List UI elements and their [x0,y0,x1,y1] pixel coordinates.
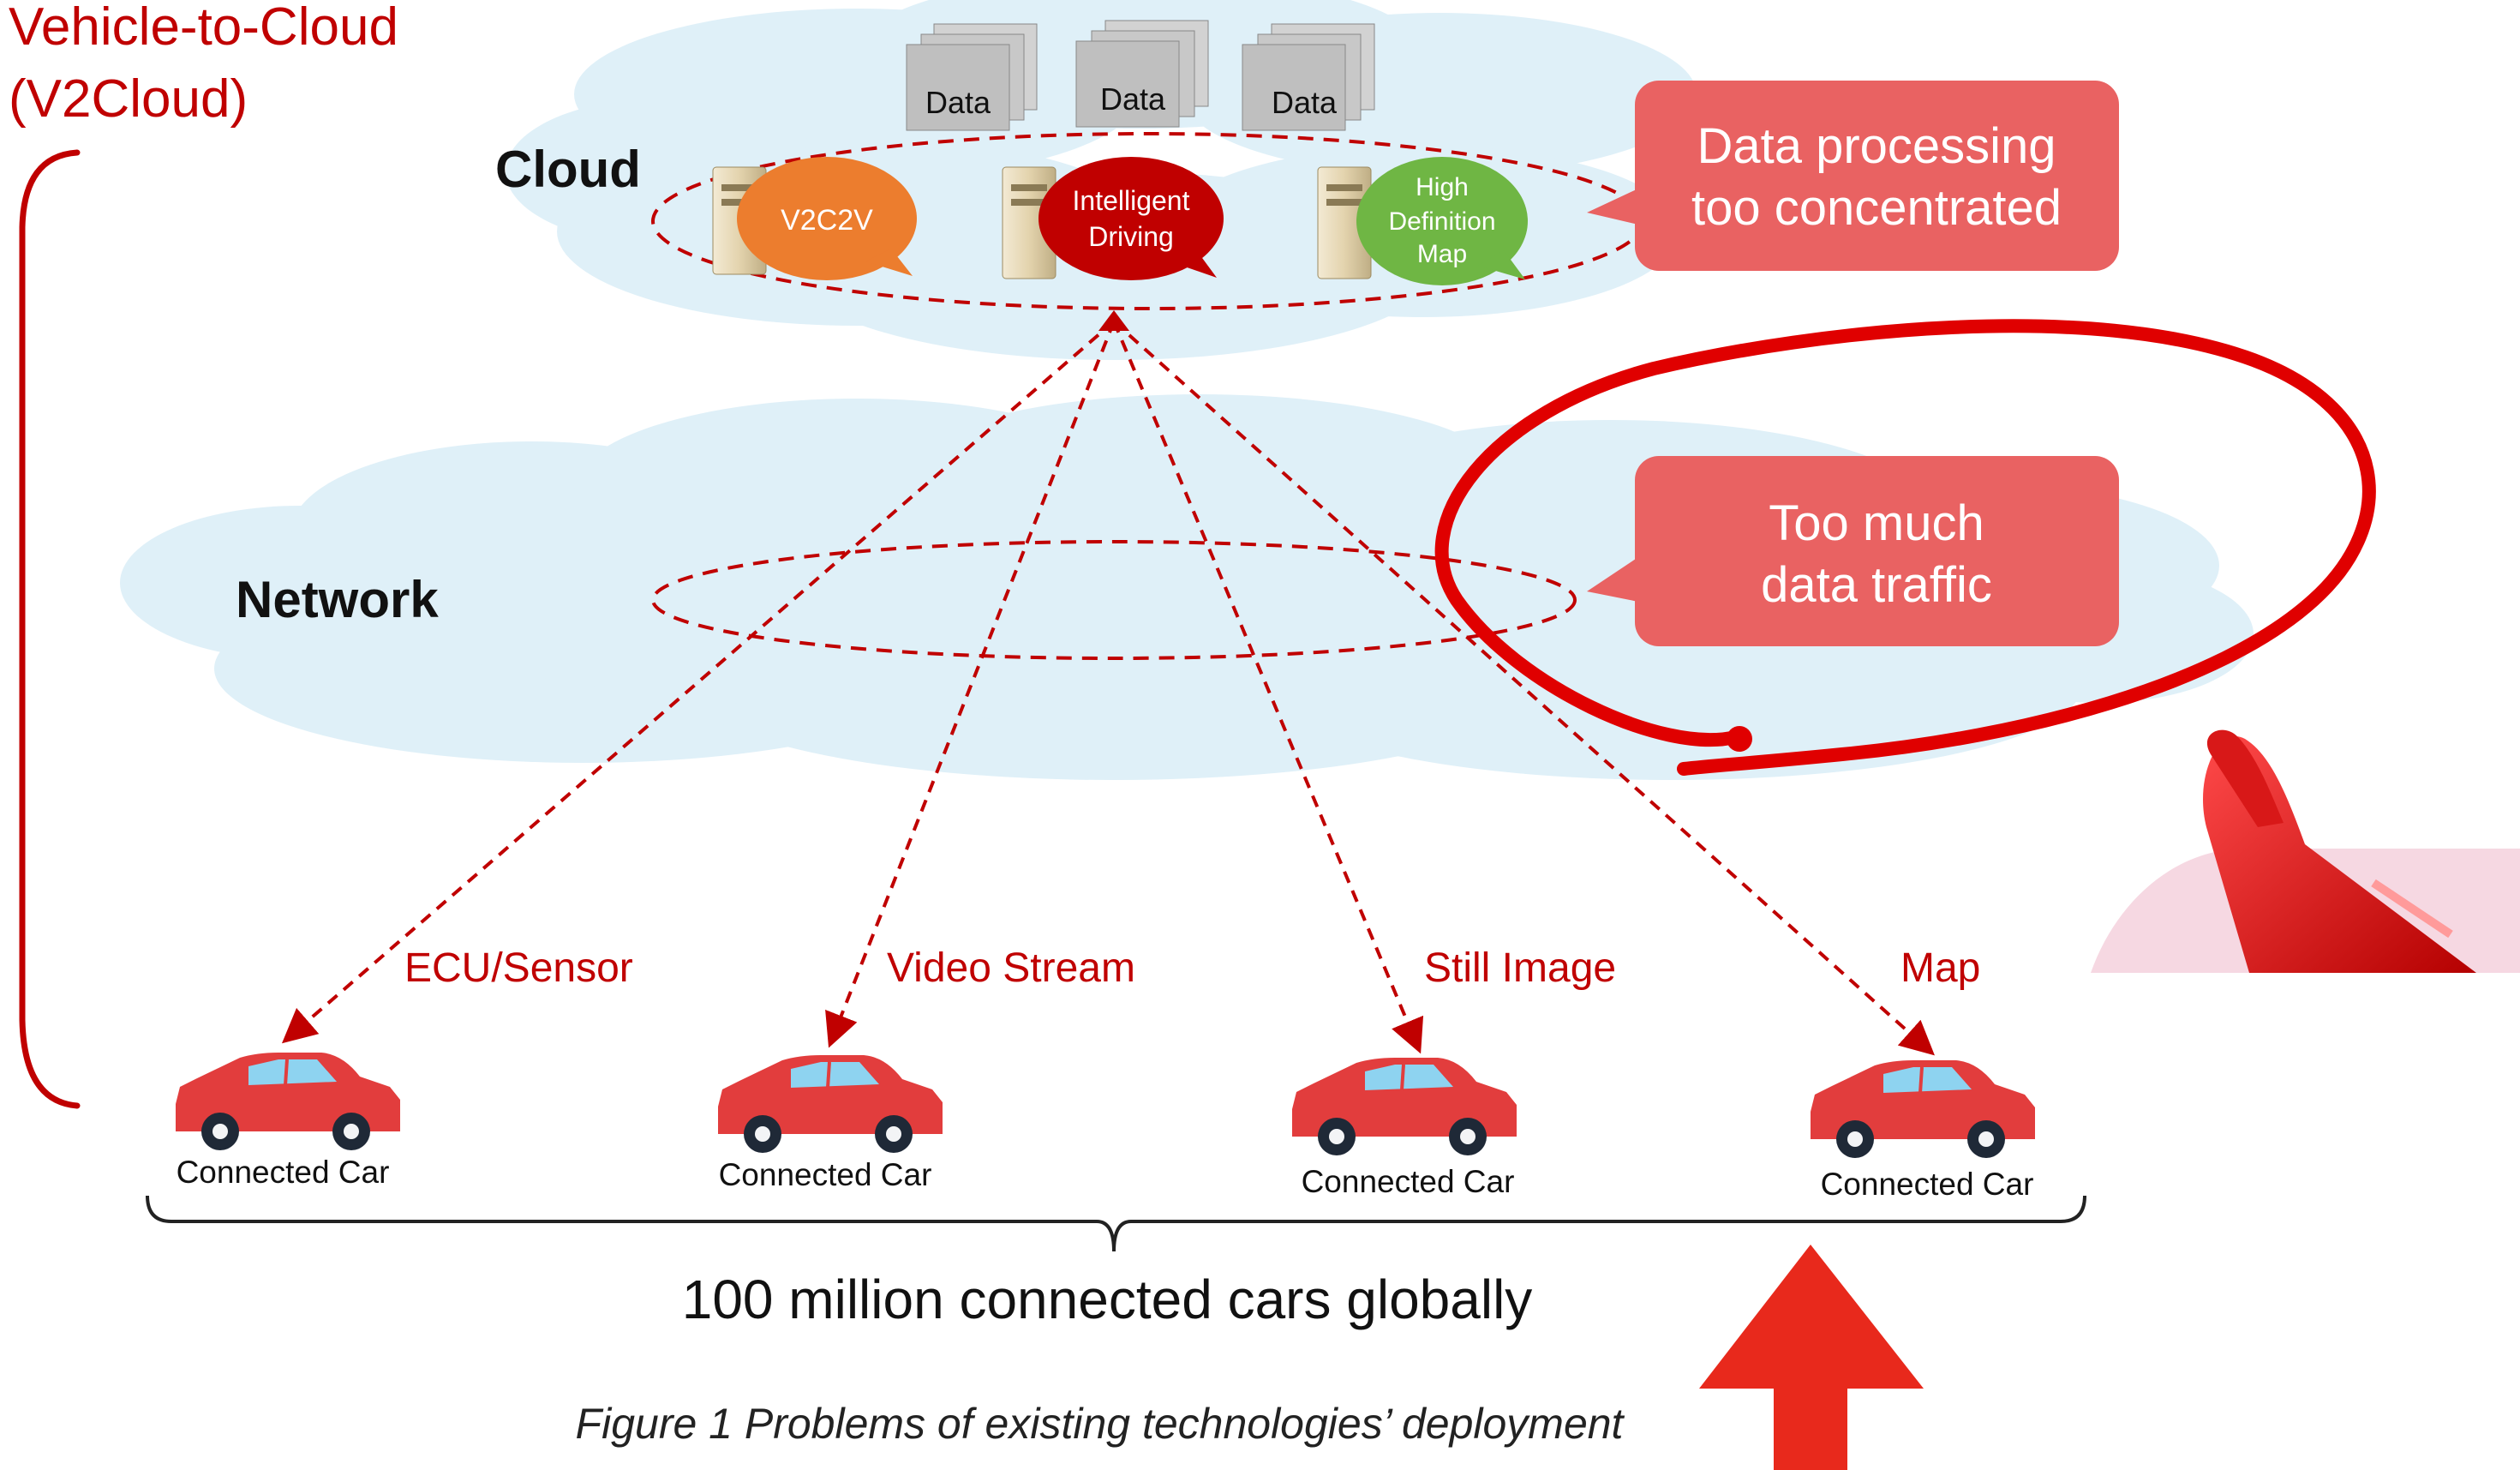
connection-arrow [825,321,1116,1048]
network-layer-shape [120,394,2254,780]
highlight-circle-annotation [1434,319,2376,776]
service-bubble-v2c2v: V2C2V [737,157,917,280]
callout-traffic-line2: data traffic [1761,557,1992,613]
data-label: Data [1272,85,1338,120]
callout-traffic-line1: Too much [1769,495,1984,551]
service-label: Map [1417,240,1467,268]
stream-label-still-image: Still Image [1424,945,1616,991]
figure-caption: Figure 1 Problems of existing technologi… [576,1400,1625,1448]
connection-arrow [1112,321,1424,1054]
connection-arrows [281,320,1935,1056]
network-label: Network [236,571,439,628]
callout-processing-line2: too concentrated [1691,180,2062,236]
connected-car-icon [176,1053,400,1150]
data-stack: Data [906,23,1038,131]
cloud-label: Cloud [495,141,641,198]
service-label: High [1416,173,1469,201]
stream-label-ecu-sensor: ECU/Sensor [404,945,633,991]
car-label: Connected Car [177,1155,390,1190]
up-arrow-icon [1699,1245,1924,1470]
v2cloud-bracket [19,149,81,1109]
service-bubble-hd-map: High Definition Map [1356,157,1528,285]
data-label: Data [925,85,991,120]
server-icon [1002,166,1056,279]
car-label: Connected Car [719,1157,932,1192]
callout-data-processing: Data processing too concentrated [1587,81,2119,271]
service-label: Definition [1388,207,1495,236]
connection-arrow [1112,320,1935,1056]
header-title-line2: (V2Cloud) [9,69,248,129]
service-label: Driving [1088,221,1174,252]
network-boundary-ellipse [651,540,1577,660]
annotation-stroke-end [1727,726,1752,752]
stream-label-map: Map [1900,945,1980,991]
callout-processing-line1: Data processing [1697,118,2056,174]
car-label: Connected Car [1821,1167,2034,1202]
marker-pen-icon [2091,729,2520,973]
cars-group-brace [146,1195,2086,1252]
data-stack: Data [1075,20,1209,128]
car-label: Connected Car [1302,1164,1515,1199]
connected-car-icon [718,1055,943,1153]
header-title-line1: Vehicle-to-Cloud [9,0,398,57]
connected-car-icon [1292,1058,1517,1155]
data-label: Data [1100,81,1166,117]
connected-car-icon [1811,1060,2035,1158]
callout-data-traffic: Too much data traffic [1587,456,2119,646]
summary-text: 100 million connected cars globally [682,1269,1533,1330]
data-stack: Data [1242,23,1375,131]
service-label: V2C2V [781,204,873,237]
hub-arrowhead-icon [1098,310,1129,331]
connection-arrow [281,320,1116,1044]
service-label: Intelligent [1073,185,1190,216]
stream-label-video-stream: Video Stream [887,945,1135,991]
service-bubble-intelligent-driving: Intelligent Driving [1039,157,1224,280]
